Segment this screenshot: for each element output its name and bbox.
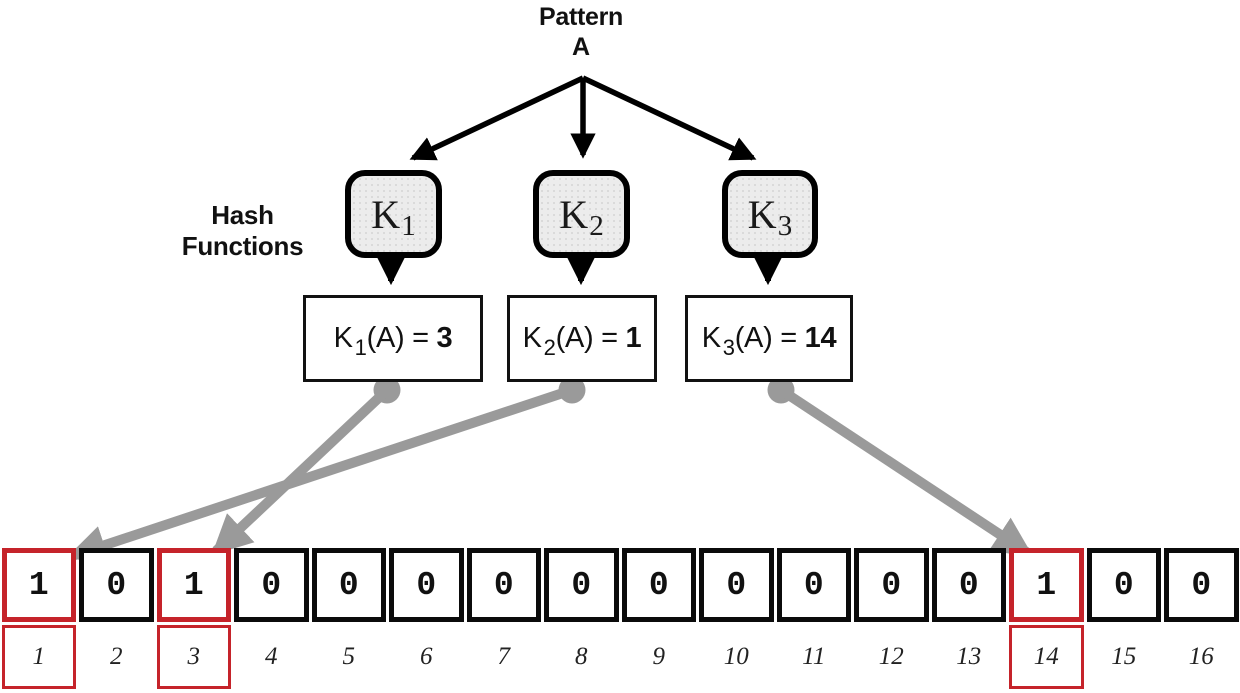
index-label-6: 6: [420, 643, 433, 670]
bit-cell-16: 0: [1164, 548, 1239, 622]
index-label-4: 4: [265, 643, 278, 670]
hash-function-name: K: [371, 191, 401, 237]
hash-result-equation-3: K3(A) = 14: [701, 322, 837, 360]
bit-cell-11: 0: [776, 548, 851, 622]
index-label-14: 14: [1009, 625, 1084, 689]
bit-cell-5: 0: [311, 548, 386, 622]
index-slot-3: 3: [156, 622, 231, 693]
index-label-13: 13: [956, 643, 982, 670]
index-slot-13: 13: [932, 622, 1007, 693]
index-slot-5: 5: [312, 622, 387, 693]
bit-cell-6: 0: [389, 548, 464, 622]
index-label-7: 7: [497, 643, 511, 670]
index-label-8: 8: [575, 643, 588, 670]
index-slot-2: 2: [79, 622, 154, 693]
pattern-value: A: [571, 33, 591, 61]
index-label-2: 2: [110, 643, 123, 670]
hash-result-equation-1: K1(A) = 3: [333, 322, 453, 360]
bit-cell-4: 0: [234, 548, 309, 622]
bit-cell-2: 0: [79, 548, 154, 622]
index-slot-1: 1: [1, 622, 76, 693]
index-label-5: 5: [342, 643, 356, 670]
arrow-result1-to-bit3: [211, 386, 391, 556]
index-slot-9: 9: [622, 622, 697, 693]
index-label-11: 11: [802, 643, 826, 670]
index-slot-10: 10: [699, 622, 774, 693]
index-label-10: 10: [723, 643, 749, 670]
arrow-pattern-to-k3: [581, 75, 757, 161]
index-slot-14: 14: [1009, 622, 1084, 693]
hash-function-subscript: 2: [589, 209, 604, 242]
bit-cell-1: 1: [1, 548, 76, 622]
hash-result-box-2: K2(A) = 1: [507, 295, 657, 382]
index-slot-6: 6: [389, 622, 464, 693]
bit-cell-3: 1: [156, 548, 231, 622]
arrow-pattern-to-k1: [409, 75, 585, 161]
arrow-result2-to-bit1: [66, 385, 574, 565]
index-label-3: 3: [156, 625, 231, 689]
index-label-9: 9: [652, 643, 666, 670]
bit-cell-8: 0: [544, 548, 619, 622]
index-label-12: 12: [878, 643, 904, 670]
pattern-to-hash-arrows: [409, 75, 757, 161]
result-to-bit-arrows: [66, 376, 1034, 565]
hash-result-box-1: K1(A) = 3: [303, 295, 483, 382]
index-slot-8: 8: [544, 622, 619, 693]
bit-cell-15: 0: [1086, 548, 1161, 622]
bit-cell-9: 0: [621, 548, 696, 622]
index-slot-16: 16: [1164, 622, 1239, 693]
hash-result-box-3: K3(A) = 14: [685, 295, 853, 382]
hash-function-subscript: 1: [401, 209, 416, 242]
bit-cell-14: 1: [1009, 548, 1084, 622]
hash-function-subscript: 3: [777, 209, 793, 242]
hash-to-result-arrows: [377, 257, 782, 286]
bit-cell-10: 0: [699, 548, 774, 622]
index-label-16: 16: [1188, 643, 1214, 670]
index-label-15: 15: [1111, 643, 1137, 670]
index-slot-7: 7: [467, 622, 542, 693]
hash-result-equation-2: K2(A) = 1: [522, 322, 642, 360]
index-slot-11: 11: [777, 622, 852, 693]
index-slot-15: 15: [1087, 622, 1162, 693]
bit-cell-13: 0: [931, 548, 1006, 622]
index-slot-12: 12: [854, 622, 929, 693]
hash-function-name: K: [559, 191, 589, 237]
index-slot-4: 4: [234, 622, 309, 693]
bit-cell-12: 0: [854, 548, 929, 622]
arrow-result3-to-bit14: [778, 385, 1034, 558]
hash-function-name: K: [747, 191, 777, 237]
pattern-label: Pattern: [538, 3, 624, 31]
bit-cell-7: 0: [466, 548, 541, 622]
index-label-1: 1: [1, 625, 76, 689]
hash-functions-label: Hash Functions: [181, 200, 304, 261]
